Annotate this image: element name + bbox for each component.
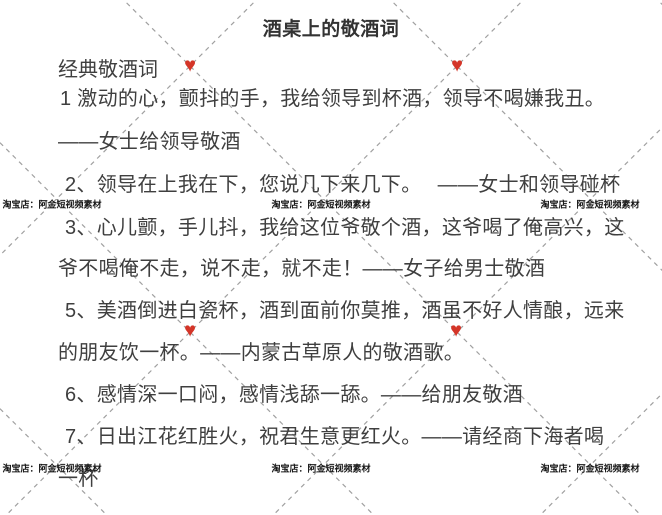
section-heading: 经典敬酒词 <box>58 59 158 81</box>
heart-icon: ♥ <box>184 54 196 77</box>
watermark-text: 淘宝店：阿金短视频素材 <box>271 463 371 474</box>
heart-icon: ♥ <box>451 54 463 77</box>
watermark-text: 淘宝店：阿金短视频素材 <box>540 463 640 474</box>
body-line: 7、日出江花红胜火，祝君生意更红火。——请经商下海者喝 <box>65 426 605 448</box>
watermark-text: 淘宝店：阿金短视频素材 <box>2 463 102 474</box>
body-line: 的朋友饮一杯。——内蒙古草原人的敬酒歌。 <box>58 342 464 364</box>
body-line: 6、感情深一口闷，感情浅舔一舔。——给朋友敬酒 <box>65 384 524 406</box>
heart-icon: ♥ <box>184 319 196 342</box>
page-title: 酒桌上的敬酒词 <box>262 19 400 40</box>
body-line: ——女士给领导敬酒 <box>58 131 241 153</box>
body-line: 3、心儿颤，手儿抖，我给这位爷敬个酒，这爷喝了俺高兴，这 <box>65 217 625 239</box>
body-line: 爷不喝俺不走，说不走，就不走！——女子给男士敬酒 <box>58 258 546 280</box>
watermark-text: 淘宝店：阿金短视频素材 <box>271 199 371 210</box>
body-line: 一杯 <box>58 468 99 490</box>
body-line: 1 激动的心，颤抖的手，我给领导到杯酒，领导不喝嫌我丑。 <box>60 88 606 110</box>
heart-icon: ♥ <box>450 319 462 342</box>
watermark-text: 淘宝店：阿金短视频素材 <box>2 199 102 210</box>
body-line: 2、领导在上我在下，您说几下来几下。 ——女士和领导碰杯 <box>65 174 621 196</box>
watermark-text: 淘宝店：阿金短视频素材 <box>540 199 640 210</box>
body-line: 5、美酒倒进白瓷杯，酒到面前你莫推，酒虽不好人情酿，远来 <box>65 300 625 322</box>
